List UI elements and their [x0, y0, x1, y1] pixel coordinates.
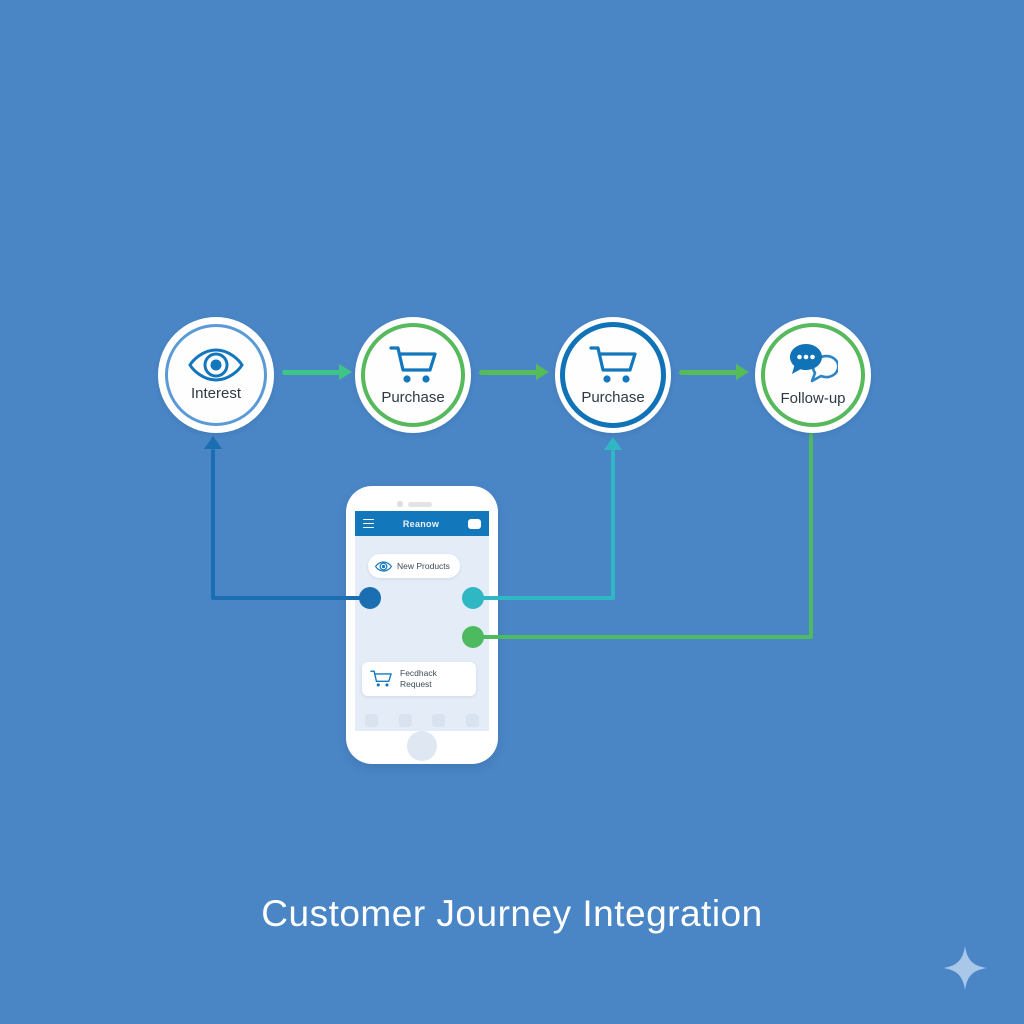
arrow-purchase-to-followup	[679, 364, 749, 380]
phone-camera-dot	[397, 501, 403, 507]
connector-teal-horizontal	[473, 596, 615, 600]
phone-app-title: Reanow	[402, 518, 440, 529]
notification-card-new-products: New Products	[368, 554, 460, 578]
hamburger-icon	[363, 518, 374, 529]
connector-green-vertical	[809, 433, 813, 639]
connector-dot-green	[462, 626, 484, 648]
stage-label: Follow-up	[780, 390, 846, 407]
journey-node-followup: Follow-up	[755, 317, 871, 433]
phone-app-header: Reanow	[355, 511, 489, 536]
phone-screen: Reanow New Products	[355, 511, 489, 731]
card-text: Fecdhack Request	[400, 668, 437, 689]
dock-icon	[465, 714, 479, 727]
smartphone: Reanow New Products	[346, 486, 498, 764]
journey-node-purchase-2: Purchase	[555, 317, 671, 433]
arrow-purchase-to-purchase	[479, 364, 549, 380]
arrowhead-up-blue	[204, 436, 222, 449]
connector-teal-vertical	[611, 450, 615, 600]
connector-blue-horizontal	[211, 596, 371, 600]
cart-icon	[370, 669, 392, 689]
eye-icon	[374, 560, 393, 572]
sparkle-icon	[943, 946, 987, 990]
connector-green-horizontal	[473, 635, 813, 639]
dock-icon	[432, 714, 446, 727]
dock-icon	[365, 714, 379, 727]
stage-label: Purchase	[381, 389, 445, 406]
dock-icon	[398, 714, 412, 727]
card-text: New Products	[397, 560, 450, 571]
phone-speaker	[408, 501, 432, 507]
page-title: Customer Journey Integration	[261, 893, 763, 934]
message-icon	[468, 518, 481, 529]
chat-icon	[788, 343, 840, 387]
arrow-interest-to-purchase	[282, 364, 352, 380]
notification-card-feedback: Fecdhack Request	[362, 662, 476, 696]
stage-label: Purchase	[581, 389, 645, 406]
cart-icon	[389, 344, 437, 386]
arrowhead-up-teal	[604, 437, 622, 450]
connector-blue-vertical	[211, 449, 215, 598]
connector-dot-teal	[462, 587, 484, 609]
phone-dock-icons	[355, 714, 489, 727]
connector-dot-blue	[359, 587, 381, 609]
phone-home-button	[407, 731, 437, 761]
cart-icon	[589, 344, 637, 386]
stage-label: Interest	[190, 385, 242, 402]
journey-node-interest: Interest	[158, 317, 274, 433]
journey-node-purchase-1: Purchase	[355, 317, 471, 433]
eye-icon	[188, 348, 244, 382]
